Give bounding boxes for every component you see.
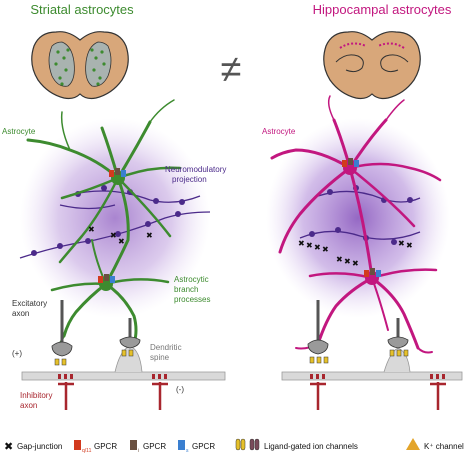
left-synapse	[21, 300, 226, 410]
striatal-brain-section	[31, 31, 129, 100]
svg-text:✖: ✖	[146, 231, 153, 240]
label-excitatory-1: Excitatory	[12, 299, 47, 308]
neuromodulatory-glow-right	[266, 118, 450, 318]
label-neuromodulatory-2: projection	[172, 175, 207, 184]
gap-junctions-right: ✖✖✖✖ ✖✖✖ ✖✖	[298, 239, 413, 268]
gs-gpcr-icon	[178, 440, 185, 450]
gap-junction-icon: ✖	[4, 441, 13, 453]
legend-gq-sub: q/11	[82, 448, 92, 454]
label-neuromodulatory-1: Neuromodulatory	[165, 165, 226, 174]
right-soma-receptors	[342, 158, 381, 277]
legend: ✖ Gap-junction q/11 GPCR i GPCR s GPCR L…	[4, 438, 464, 454]
label-astrocyte-right: Astrocyte	[262, 127, 296, 136]
legend-gs-sub: s	[186, 448, 189, 454]
hippocampal-brain-section	[323, 31, 421, 100]
legend-k-channel: K⁺ channel	[424, 442, 464, 451]
title-hippocampal: Hippocampal astrocytes	[313, 2, 452, 17]
svg-text:✖: ✖	[322, 245, 329, 254]
not-equal-sign: ≠	[221, 49, 242, 91]
label-inhibitory-1: Inhibitory	[20, 391, 52, 400]
label-dendritic-1: Dendritic	[150, 343, 182, 352]
right-synapse	[281, 300, 463, 410]
gap-junctions-left: ✖✖✖✖	[88, 225, 153, 246]
label-astrocyte-left: Astrocyte	[2, 127, 36, 136]
svg-text:✖: ✖	[306, 241, 313, 250]
label-branch-3: processes	[174, 295, 210, 304]
title-striatal: Striatal astrocytes	[30, 2, 134, 17]
svg-text:✖: ✖	[406, 241, 413, 250]
label-excitatory-2: axon	[12, 309, 29, 318]
left-soma-receptors	[98, 168, 126, 283]
label-plus: (+)	[12, 349, 22, 358]
svg-text:✖: ✖	[110, 231, 117, 240]
svg-text:✖: ✖	[88, 225, 95, 234]
svg-text:✖: ✖	[314, 243, 321, 252]
gq-gpcr-icon	[74, 440, 81, 450]
legend-gs-gpcr: GPCR	[192, 442, 215, 451]
legend-gi-gpcr: GPCR	[143, 442, 166, 451]
gi-gpcr-icon	[130, 440, 137, 450]
svg-text:✖: ✖	[344, 257, 351, 266]
label-inhibitory-2: axon	[20, 401, 37, 410]
legend-gq-gpcr: GPCR	[94, 442, 117, 451]
legend-gi-sub: i	[138, 448, 139, 454]
legend-gap-junction: Gap-junction	[17, 442, 62, 451]
svg-text:✖: ✖	[352, 259, 359, 268]
label-minus: (-)	[176, 385, 184, 394]
label-branch-1: Astrocytic	[174, 275, 209, 284]
svg-text:✖: ✖	[298, 239, 305, 248]
label-branch-2: branch	[174, 285, 198, 294]
svg-text:✖: ✖	[398, 239, 405, 248]
hippocampal-astrocyte-network	[270, 95, 442, 354]
svg-text:✖: ✖	[118, 237, 125, 246]
legend-ligand-gated: Ligand-gated ion channels	[264, 442, 358, 451]
k-channel-icon	[406, 438, 420, 450]
svg-text:✖: ✖	[336, 255, 343, 264]
label-dendritic-2: spine	[150, 353, 170, 362]
ligand-gated-channel-icon	[235, 438, 260, 451]
